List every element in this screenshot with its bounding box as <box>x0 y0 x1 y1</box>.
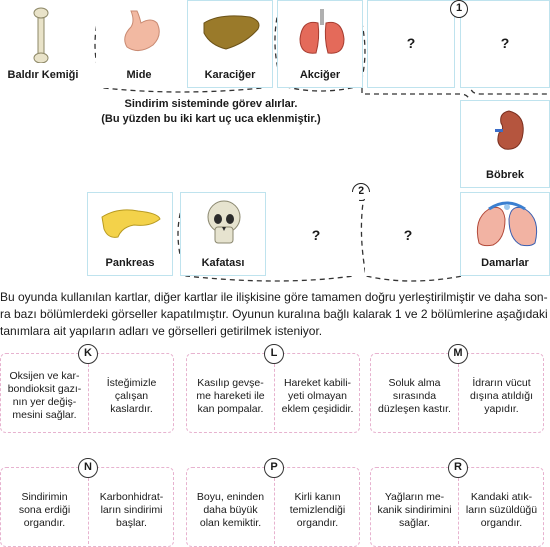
option-group-n[interactable]: N Sindirimin sona erdiği organdır. Karbonh… <box>0 458 174 547</box>
card-label: Damarlar <box>481 257 529 269</box>
card-damarlar: Damarlar <box>460 192 550 276</box>
option-divider <box>88 478 89 544</box>
pancreas-icon <box>101 209 161 238</box>
option-divider <box>274 364 275 430</box>
bone-icon <box>33 7 49 63</box>
paragraph-line-3: tanımlara ait yapıların adları ve görsel… <box>0 324 323 338</box>
lungs-icon <box>299 9 345 54</box>
card-label: Kafatası <box>201 257 245 269</box>
option-group-m[interactable]: M Soluk alma sırasında düzleşen kastır. İd… <box>370 344 544 433</box>
liver-icon <box>203 15 260 50</box>
card-label: Akciğer <box>299 69 341 81</box>
note-text: Sindirim sisteminde görev alırlar. (Bu y… <box>66 97 356 127</box>
option-definition-left: Yağların me- kanik sindirimini sağlar. <box>377 491 452 529</box>
option-definition-right: Kandaki atık- ların süzüldüğü organdır. <box>465 491 538 529</box>
card-label: Mide <box>126 69 152 81</box>
option-divider <box>274 478 275 544</box>
option-letter: K <box>78 344 98 364</box>
card-kafatasi: Kafatası <box>180 192 266 276</box>
stomach-icon <box>124 10 160 51</box>
card-unknown-4: ? <box>365 192 451 276</box>
card-akciger: Akciğer <box>277 0 363 88</box>
option-letter: L <box>264 344 284 364</box>
question-mark: ? <box>406 35 416 51</box>
card-label: Böbrek <box>486 169 524 181</box>
card-bobrek: Böbrek <box>460 100 550 188</box>
card-karaciger: Karaciğer <box>187 0 273 88</box>
note-line-2: (Bu yüzden bu iki kart uç uca eklenmişti… <box>101 113 321 125</box>
option-group-k[interactable]: K Oksijen ve kar- bondioksit gazı- nın ye… <box>0 344 174 433</box>
option-letter: N <box>78 458 98 478</box>
instruction-paragraph: Bu oyunda kullanılan kartlar, diğer kart… <box>0 289 550 340</box>
option-definition-left: Kasılıp gevşe- me hareketi ile kan pompa… <box>196 377 265 415</box>
option-divider <box>88 364 89 430</box>
option-definition-right: Karbonhidrat- ların sindirimi başlar. <box>99 491 164 529</box>
section-number-1: 1 <box>450 0 468 18</box>
card-unknown-3: ? <box>273 192 359 276</box>
kidney-icon <box>495 110 524 150</box>
option-group-r[interactable]: R Yağların me- kanik sindirimini sağlar. K… <box>370 458 544 547</box>
question-mark: ? <box>500 35 510 51</box>
question-mark: ? <box>403 227 413 243</box>
card-baldir-kemigi: Baldır Kemiği <box>0 0 86 88</box>
option-divider <box>458 364 459 430</box>
option-group-p[interactable]: P Boyu, eninden daha büyük olan kemiktir.… <box>186 458 360 547</box>
card-label: Karaciğer <box>204 69 256 81</box>
option-letter: P <box>264 458 284 478</box>
card-unknown-1: ? <box>367 0 455 88</box>
question-mark: ? <box>311 227 321 243</box>
skull-icon <box>207 200 241 244</box>
card-mide: Mide <box>96 0 182 88</box>
option-definition-left: Oksijen ve kar- bondioksit gazı- nın yer… <box>7 370 82 421</box>
note-line-1: Sindirim sisteminde görev alırlar. <box>124 98 298 110</box>
option-letter: M <box>448 344 468 364</box>
option-definition-right: İsteğimizle çalışan kaslardır. <box>106 377 157 415</box>
option-definition-right: Kirli kanın temizlendiği organdır. <box>289 491 346 529</box>
option-divider <box>458 478 459 544</box>
paragraph-line-1: Bu oyunda kullanılan kartlar, diğer kart… <box>0 290 548 304</box>
paragraph-line-2: ra bazı bölümlerdeki görseller kapatılmı… <box>0 307 548 321</box>
option-definition-right: İdrarın vücut dışına atıldığı yapıdır. <box>469 377 534 415</box>
option-definition-left: Soluk alma sırasında düzleşen kastır. <box>378 377 451 415</box>
blood-vessels-icon <box>476 201 538 247</box>
option-group-l[interactable]: L Kasılıp gevşe- me hareketi ile kan pomp… <box>186 344 360 433</box>
option-definition-left: Boyu, eninden daha büyük olan kemiktir. <box>196 491 265 529</box>
option-definition-left: Sindirimin sona erdiği organdır. <box>18 491 71 529</box>
option-definition-right: Hareket kabili- yeti olmayan eklem çeşid… <box>281 377 354 415</box>
card-pankreas: Pankreas <box>87 192 173 276</box>
card-label: Pankreas <box>105 257 155 269</box>
option-letter: R <box>448 458 468 478</box>
card-unknown-2: ? <box>460 0 550 88</box>
card-label: Baldır Kemiği <box>7 69 79 81</box>
